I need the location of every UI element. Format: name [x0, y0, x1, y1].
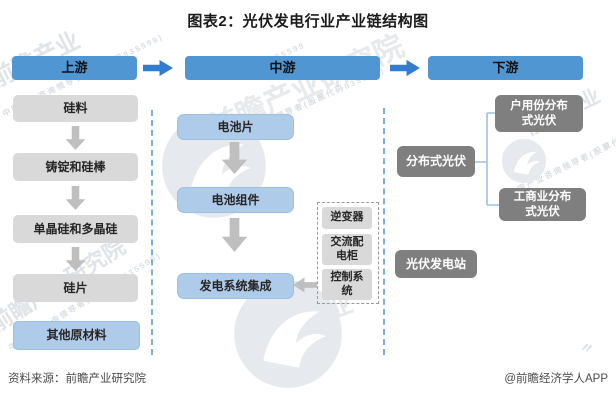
down-arrow-icon [221, 218, 248, 252]
column-separator [151, 110, 153, 355]
diagram-title: 图表2：光伏发电行业产业链结构图 [187, 13, 429, 30]
node-commercial-pv: 工商业分布式光伏 [499, 188, 586, 221]
down-arrow-icon [65, 247, 86, 271]
brand-note: @前瞻经济学人APP [504, 373, 608, 385]
node-solar-cell: 电池片 [177, 114, 294, 140]
components-group [317, 202, 379, 304]
right-arrow-icon [143, 59, 173, 77]
down-arrow-icon [65, 126, 86, 150]
column-separator [383, 108, 385, 355]
left-arrow-icon [293, 277, 317, 293]
down-arrow-icon [221, 142, 248, 174]
node-ac-cabinet: 交流配电柜 [322, 234, 372, 265]
node-distributed-pv: 分布式光伏 [397, 146, 475, 177]
right-arrow-icon [390, 59, 420, 77]
node-inverter: 逆变器 [322, 207, 372, 229]
source-note: 资料来源：前瞻产业研究院 [8, 373, 146, 385]
node-cell-module: 电池组件 [177, 187, 294, 213]
node-silicon-material: 硅料 [13, 95, 138, 122]
watermark-mark: 〃 [577, 338, 597, 358]
node-label: 工商业分布式光伏 [513, 191, 572, 218]
node-other-materials: 其他原材料 [13, 321, 140, 350]
down-arrow-icon [65, 186, 86, 210]
node-pv-power-station: 光伏发电站 [395, 250, 477, 278]
node-label: 控制系统 [330, 270, 364, 297]
node-label: 交流配电柜 [330, 235, 364, 262]
node-ingot-rod: 铸锭和硅棒 [13, 153, 138, 181]
node-system-integration: 发电系统集成 [177, 273, 294, 299]
node-mono-poly-silicon: 单晶硅和多晶硅 [13, 215, 138, 243]
node-control-system: 控制系统 [322, 269, 372, 300]
qianzhan-logo-icon [501, 138, 547, 184]
branch-connector [475, 112, 499, 206]
stage-upstream: 上游 [12, 56, 137, 80]
node-label: 户用份分布式光伏 [510, 100, 568, 127]
stage-downstream: 下游 [428, 56, 583, 80]
node-silicon-wafer: 硅片 [13, 274, 138, 302]
stage-midstream: 中游 [185, 56, 380, 80]
node-household-pv: 户用份分布式光伏 [495, 95, 583, 132]
